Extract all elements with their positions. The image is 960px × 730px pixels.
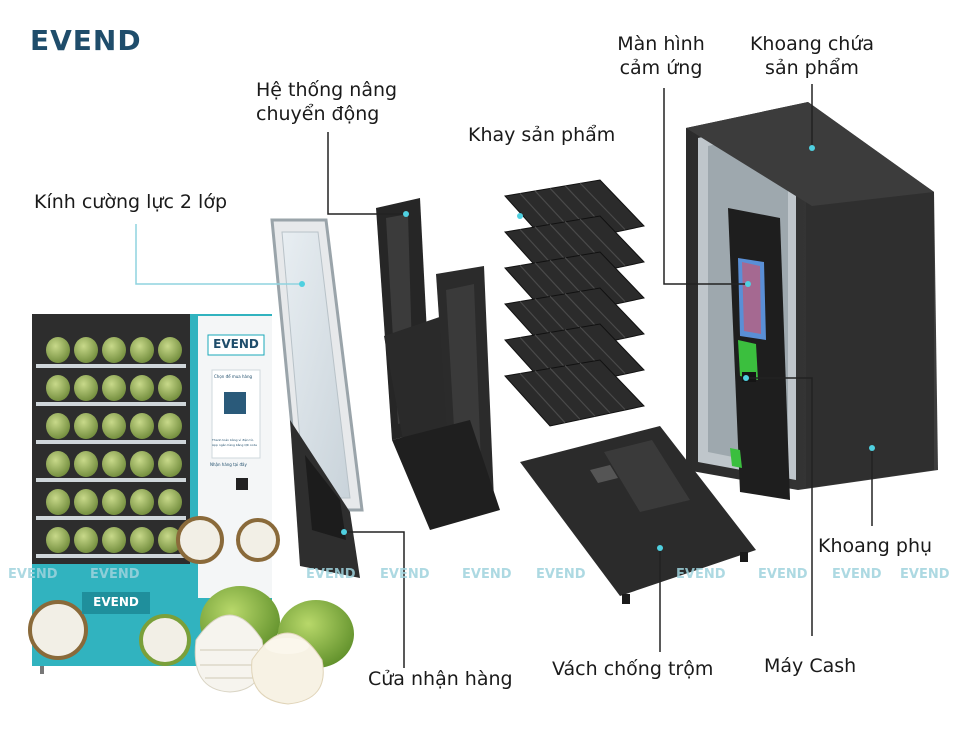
watermark: EVEND (536, 567, 586, 582)
machine-screen-title: Chọn để mua hàng (214, 374, 253, 379)
tray-divider (564, 365, 611, 414)
watermark: EVEND (380, 567, 430, 582)
machine-promo-line1: Thanh toán bằng ví điện tử, (212, 438, 254, 442)
coconut (74, 489, 98, 515)
coconut (158, 451, 182, 477)
machine-promo-line2: App ngân hàng bằng QR code (212, 443, 257, 447)
coconut (74, 337, 98, 363)
coconut (74, 375, 98, 401)
watermark: EVEND (306, 567, 356, 582)
label-cash: Máy Cash (764, 655, 857, 677)
coconut (74, 527, 98, 553)
glass-door (270, 218, 364, 578)
label-aux: Khoang phụ (818, 535, 933, 557)
bottom-logo-panel (82, 592, 150, 614)
coconut (130, 527, 154, 553)
coconut (46, 413, 70, 439)
vending-machine (28, 314, 280, 674)
label-storage-line1: Khoang chứa (749, 33, 875, 55)
tray-divider (579, 218, 626, 266)
product-trays (504, 179, 645, 427)
machine-logo-box (207, 334, 265, 356)
tray-divider (579, 326, 626, 374)
shelf (36, 402, 186, 406)
watermark: EVEND (758, 567, 808, 582)
label-lift-line2: chuyển động (256, 103, 380, 125)
shelf (36, 478, 186, 482)
coconut (130, 489, 154, 515)
watermark: EVEND (8, 567, 58, 582)
tray-divider (519, 372, 566, 424)
tray-divider (579, 290, 626, 338)
machine-logo: EVEND (213, 337, 259, 351)
cash-slot (236, 478, 248, 490)
coconut (158, 413, 182, 439)
lift-system (376, 198, 500, 530)
coconut (158, 337, 182, 363)
coconut (102, 337, 126, 363)
coconut (74, 413, 98, 439)
machine-status: Nhận hàng tại đây (210, 462, 247, 467)
coconut (46, 489, 70, 515)
watermark: EVEND (462, 567, 512, 582)
shelf (36, 554, 186, 558)
tray-divider (549, 367, 596, 417)
coconut (102, 489, 126, 515)
coconut (130, 413, 154, 439)
coconut (130, 375, 154, 401)
brand-logo: EVEND (30, 24, 142, 57)
leader-lines (135, 84, 873, 668)
coconut-rows (36, 337, 186, 558)
coconut (158, 527, 182, 553)
watermark: EVEND (676, 567, 726, 582)
tray-divider (534, 370, 581, 420)
shelf (36, 364, 186, 368)
screen-module (728, 208, 790, 500)
anti-theft-plate (520, 426, 756, 604)
label-lift-line1: Hệ thống nâng (256, 79, 398, 101)
coconut (46, 375, 70, 401)
coconut (158, 375, 182, 401)
coconut (102, 375, 126, 401)
tray-divider (579, 254, 626, 302)
tray-divider (579, 182, 626, 230)
label-antitheft: Vách chống trộm (552, 658, 714, 680)
label-trays: Khay sản phẩm (468, 124, 616, 146)
coconuts-foreground (194, 586, 354, 705)
coconut (74, 451, 98, 477)
coconut (46, 527, 70, 553)
coconut (102, 413, 126, 439)
label-storage-line2: sản phẩm (765, 57, 859, 79)
label-screen-line1: Màn hình (617, 33, 705, 55)
label-glass: Kính cường lực 2 lớp (34, 191, 228, 213)
tray-divider (579, 362, 626, 410)
coconut (130, 451, 154, 477)
shelf (36, 516, 186, 520)
qr-code (224, 392, 246, 414)
leader-dots (299, 145, 875, 551)
watermark: EVEND (900, 567, 950, 582)
coconut (46, 337, 70, 363)
watermark: EVEND (90, 567, 140, 582)
watermark: EVEND (832, 567, 882, 582)
machine-bottom-logo: EVEND (93, 595, 139, 609)
label-screen-line2: cảm ứng (619, 57, 703, 79)
coconut (46, 451, 70, 477)
label-pickup: Cửa nhận hàng (368, 668, 513, 690)
coconut (102, 451, 126, 477)
shelf (36, 440, 186, 444)
coconut (102, 527, 126, 553)
coconut (130, 337, 154, 363)
coconut (158, 489, 182, 515)
